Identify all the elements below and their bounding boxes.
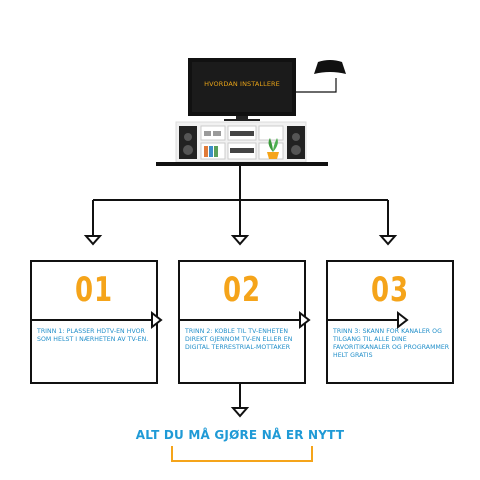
tv-icon [188,58,296,121]
step-card-3: 03 TRINN 3: SKANN FOR KANALER OG TILGANG… [326,260,454,384]
step-number-1: 01 [75,270,113,310]
step-text-1: TRINN 1: PLASSER HDTV-EN HVOR SOM HELST … [37,328,149,343]
tagline-bracket [171,446,313,462]
step-text-3: TRINN 3: SKANN FOR KANALER OG TILGANG TI… [333,328,450,359]
flow-connectors [92,166,389,412]
step-number-3: 03 [371,270,409,310]
step-number-2: 02 [223,270,261,310]
antenna-icon [296,60,346,93]
step-text-2: TRINN 2: KOBLE TIL TV-ENHETEN DIREKT GJE… [185,328,293,351]
down-arrow-icons [83,235,398,418]
step-card-1: 01 TRINN 1: PLASSER HDTV-EN HVOR SOM HEL… [30,260,158,384]
tv-stand-icon [156,121,328,166]
tv-screen-title: HVORDAN INSTALLERE [204,80,280,88]
tagline: ALT DU MÅ GJØRE NÅ ER NYTT [135,428,345,442]
step-card-2: 02 TRINN 2: KOBLE TIL TV-ENHETEN DIREKT … [178,260,306,384]
